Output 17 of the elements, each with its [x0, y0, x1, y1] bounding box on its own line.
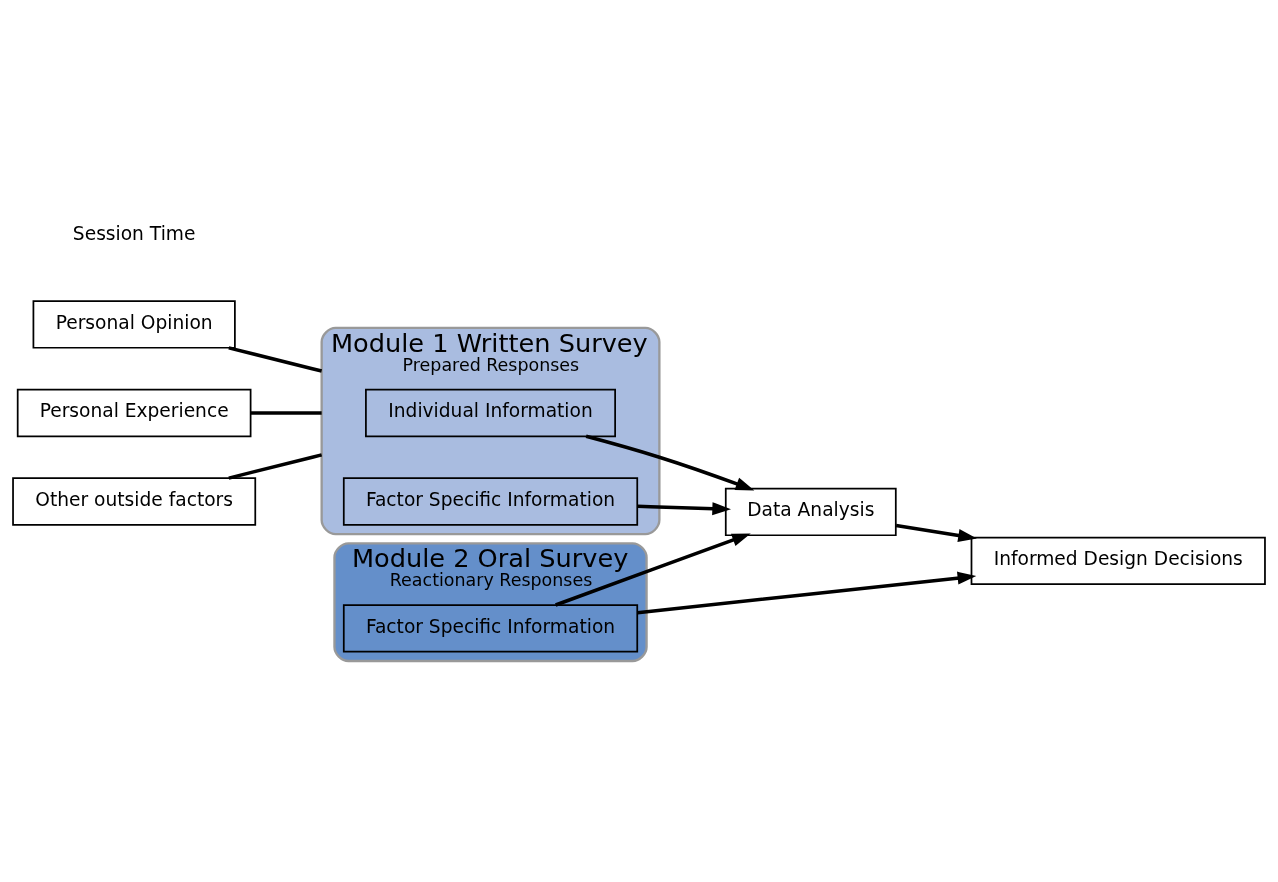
node-box: Other outside factors — [12, 476, 257, 526]
arrow — [895, 523, 977, 542]
node-box: Data Analysis — [724, 487, 897, 536]
connector — [228, 452, 323, 480]
arrow — [555, 533, 751, 607]
arrow — [637, 501, 731, 515]
node-box: Individual Information — [365, 388, 616, 437]
connector — [228, 345, 323, 373]
arrow — [637, 571, 977, 614]
node-box: Factor Specific Information — [342, 476, 639, 526]
arrow — [585, 434, 755, 490]
node-box: Informed Design Decisions — [970, 536, 1266, 585]
node-box: Factor Specific Information — [342, 603, 639, 653]
connector — [250, 410, 322, 415]
node-box: Personal Opinion — [32, 299, 236, 349]
label: Session Time — [72, 222, 196, 244]
node-box: Personal Experience — [16, 388, 252, 437]
